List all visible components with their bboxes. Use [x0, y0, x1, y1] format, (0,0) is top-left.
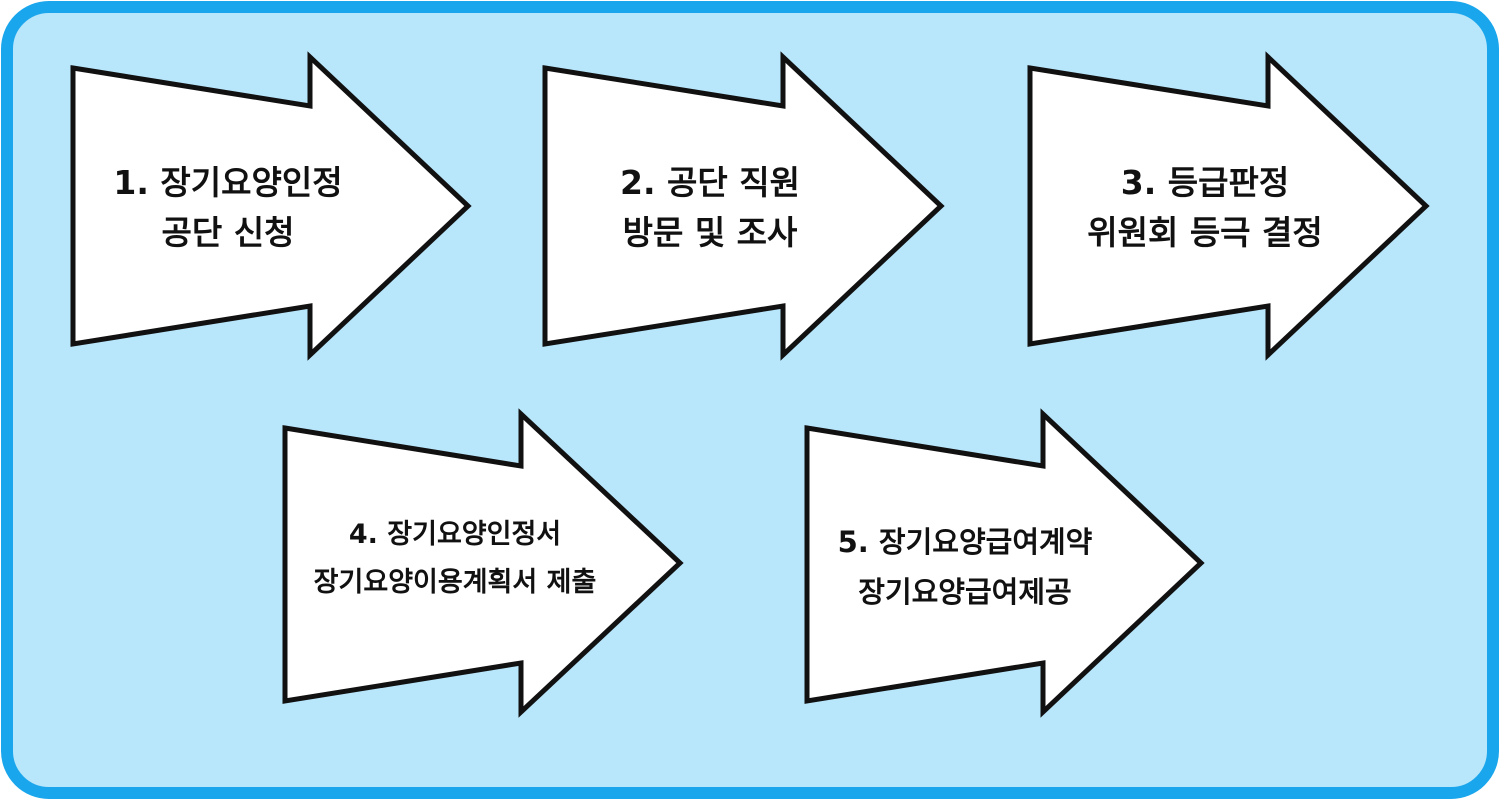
step-4-label-line1: 4. 장기요양인정서: [349, 519, 561, 550]
step-1-arrow-shape: [70, 51, 472, 361]
step-1-label-line2: 공단 신청: [162, 213, 295, 252]
step-3-arrow: 3. 등급판정 위원회 등극 결정: [1027, 51, 1430, 361]
step-4-label-line2: 장기요양이용계획서 제출: [314, 567, 597, 598]
step-2-arrow-shape: [542, 51, 945, 361]
step-5-arrow-shape: [804, 408, 1205, 718]
step-1-arrow: 1. 장기요양인정 공단 신청: [70, 51, 472, 361]
step-4-arrow-shape: [282, 408, 684, 718]
step-4-arrow: 4. 장기요양인정서 장기요양이용계획서 제출: [282, 408, 684, 718]
step-1-label-line1: 1. 장기요양인정: [113, 163, 342, 202]
step-3-label-line2: 위원회 등극 결정: [1087, 213, 1323, 252]
step-3-arrow-shape: [1027, 51, 1430, 361]
step-5-arrow: 5. 장기요양급여계약 장기요양급여제공: [804, 408, 1205, 718]
step-3-label-line1: 3. 등급판정: [1121, 163, 1289, 202]
step-2-label-line2: 방문 및 조사: [623, 213, 798, 252]
step-2-label-line1: 2. 공단 직원: [620, 163, 800, 202]
step-5-label-line1: 5. 장기요양급여계약: [838, 525, 1093, 559]
step-5-label-line2: 장기요양급여제공: [858, 575, 1071, 609]
step-2-arrow: 2. 공단 직원 방문 및 조사: [542, 51, 945, 361]
